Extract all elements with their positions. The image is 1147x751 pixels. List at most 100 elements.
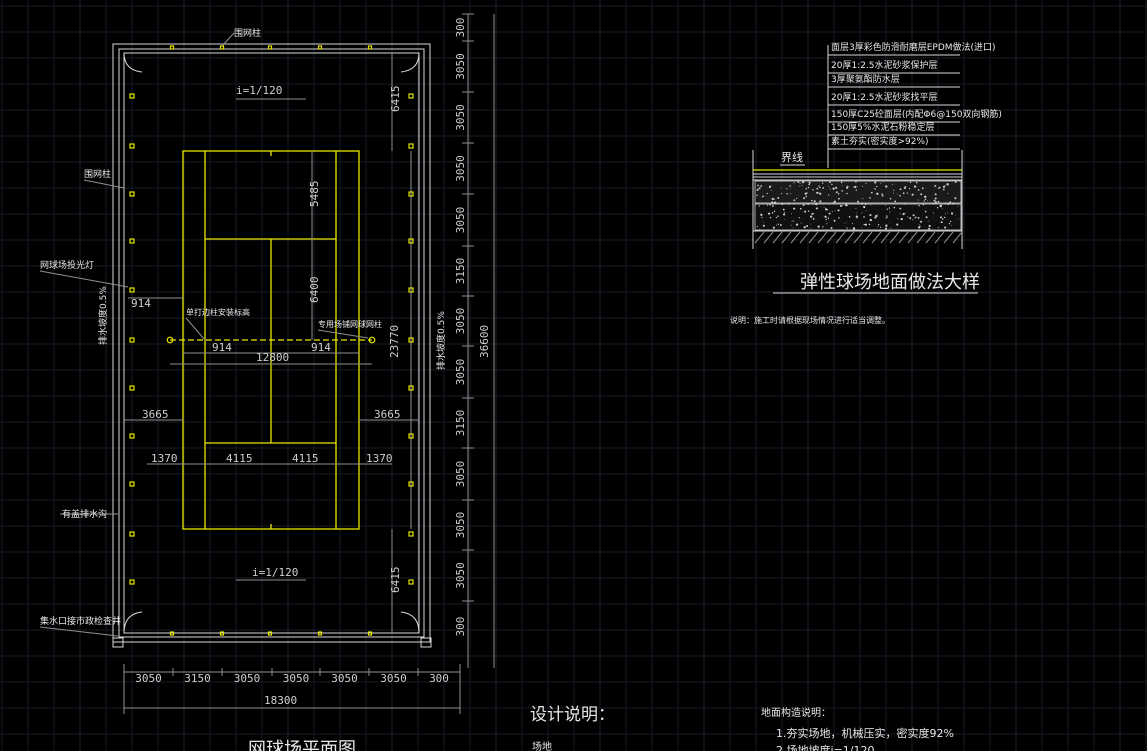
aggregate-dot bbox=[771, 201, 774, 204]
aggregate-dot bbox=[934, 197, 937, 200]
section-layer-list: 面层3厚彩色防滑耐磨层EPDM做法(进口)20厚1:2.5水泥砂浆保护层3厚聚氨… bbox=[831, 41, 1002, 147]
aggregate-dot bbox=[784, 212, 786, 214]
aggregate-dot bbox=[781, 203, 784, 206]
soil-hatch-stroke bbox=[817, 231, 828, 244]
aggregate-dot bbox=[756, 194, 758, 197]
dim-914-b: 914 bbox=[212, 341, 232, 354]
soil-hatch-stroke bbox=[880, 231, 891, 244]
aggregate-dot bbox=[900, 217, 903, 221]
aggregate-dot bbox=[938, 186, 941, 189]
aggregate-dot bbox=[914, 185, 917, 188]
aggregate-dot bbox=[855, 181, 857, 183]
fence-post-marker bbox=[129, 433, 135, 439]
fence-post-marker bbox=[408, 93, 414, 99]
aggregate-dot bbox=[846, 227, 848, 229]
aggregate-dot bbox=[888, 207, 891, 209]
aggregate-dot bbox=[855, 215, 859, 218]
aggregate-dot bbox=[852, 227, 856, 230]
aggregate-dot bbox=[821, 215, 823, 217]
aggregate-dot bbox=[776, 224, 778, 226]
fence-post-marker bbox=[408, 385, 414, 391]
fence-post-marker bbox=[129, 143, 135, 149]
section-title: 弹性球场地面做法大样 bbox=[800, 272, 980, 293]
aggregate-dot bbox=[852, 223, 854, 225]
aggregate-dot bbox=[915, 216, 917, 219]
aggregate-dot bbox=[903, 186, 906, 190]
aggregate-dot bbox=[885, 224, 888, 227]
aggregate-dot bbox=[818, 185, 820, 187]
aggregate-dot bbox=[933, 199, 936, 202]
soil-hatch-stroke bbox=[835, 231, 846, 244]
aggregate-dot bbox=[886, 215, 888, 217]
dim-3665-left: 3665 bbox=[142, 408, 169, 421]
fence-post-marker bbox=[129, 191, 135, 197]
slope-bottom: i=1/120 bbox=[252, 566, 298, 579]
aggregate-dot bbox=[877, 226, 879, 228]
right-dim-label: 3050 bbox=[454, 207, 467, 234]
aggregate-dot bbox=[933, 186, 935, 188]
aggregate-dot bbox=[795, 223, 799, 226]
aggregate-dot bbox=[835, 192, 837, 193]
soil-hatch-stroke bbox=[754, 231, 765, 244]
aggregate-dot bbox=[927, 220, 929, 222]
aggregate-dot bbox=[864, 203, 867, 206]
aggregate-dot bbox=[808, 183, 810, 186]
aggregate-dot bbox=[861, 226, 862, 228]
bottom-total: 18300 bbox=[264, 694, 297, 707]
aggregate-dot bbox=[863, 216, 865, 218]
aggregate-dot bbox=[882, 181, 884, 183]
aggregate-dot bbox=[949, 220, 952, 223]
soil-hatch-stroke bbox=[934, 231, 945, 244]
aggregate-dot bbox=[793, 182, 795, 184]
aggregate-dot bbox=[775, 216, 778, 219]
aggregate-dot bbox=[937, 187, 939, 189]
aggregate-dot bbox=[811, 212, 814, 215]
bottom-dim-label: 3050 bbox=[283, 672, 310, 685]
soil-hatch-stroke bbox=[790, 231, 801, 244]
fence-post-marker bbox=[367, 45, 373, 50]
corner-arc-tl bbox=[123, 52, 143, 73]
aggregate-dot bbox=[896, 223, 899, 226]
aggregate-dot bbox=[884, 227, 887, 230]
aggregate-dot bbox=[826, 223, 828, 225]
aggregate-dot bbox=[946, 183, 949, 186]
aggregate-dot bbox=[822, 182, 824, 184]
aggregate-dot bbox=[771, 197, 774, 200]
aggregate-dot bbox=[893, 189, 895, 191]
aggregate-dot bbox=[947, 203, 950, 206]
aggregate-dot bbox=[831, 183, 833, 186]
label-slope-right: 排水坡度0.5% bbox=[435, 311, 447, 370]
aggregate-dot bbox=[819, 192, 822, 195]
aggregate-dot bbox=[781, 192, 783, 195]
notes-right-item-2: 2.场地坡度i=1/120 bbox=[776, 743, 874, 751]
aggregate-dot bbox=[770, 204, 771, 206]
aggregate-dot bbox=[933, 212, 935, 214]
aggregate-dot bbox=[943, 216, 946, 219]
aggregate-dot bbox=[792, 227, 794, 229]
aggregate-dot bbox=[790, 224, 792, 226]
aggregate-dot bbox=[934, 184, 937, 187]
aggregate-dot bbox=[831, 211, 833, 213]
aggregate-dot bbox=[830, 227, 833, 229]
aggregate-dot bbox=[885, 217, 887, 219]
aggregate-dot bbox=[920, 220, 923, 223]
aggregate-dot bbox=[812, 218, 815, 220]
aggregate-dot bbox=[917, 226, 921, 229]
aggregate-dot bbox=[880, 226, 882, 228]
aggregate-dot bbox=[797, 181, 800, 183]
right-dim-label: 3050 bbox=[454, 155, 467, 182]
aggregate-dot bbox=[787, 203, 790, 205]
aggregate-dot bbox=[771, 212, 774, 214]
fence-post-marker bbox=[408, 238, 414, 244]
aggregate-dot bbox=[803, 226, 806, 229]
notes-heading: 设计说明： bbox=[530, 705, 615, 725]
aggregate-dot bbox=[832, 201, 835, 204]
soil-hatch-stroke bbox=[763, 231, 774, 244]
fence-post-marker bbox=[129, 579, 135, 585]
aggregate-dot bbox=[949, 201, 952, 203]
aggregate-dot bbox=[856, 212, 858, 214]
aggregate-dot bbox=[768, 212, 771, 215]
aggregate-dot bbox=[834, 210, 836, 212]
aggregate-dot bbox=[870, 191, 873, 194]
